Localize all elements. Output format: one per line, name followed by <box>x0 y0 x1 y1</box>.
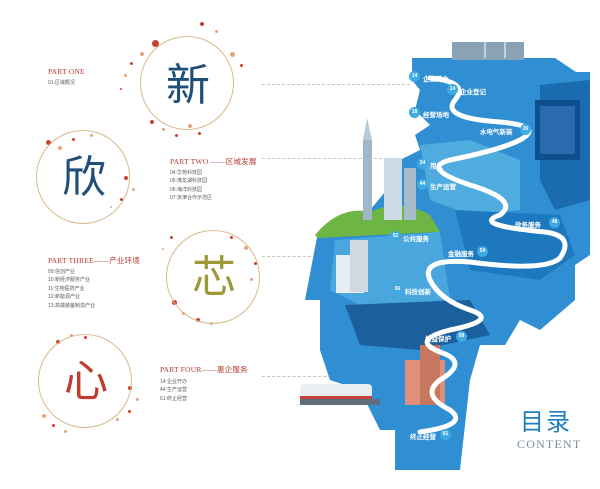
decorative-dot <box>130 62 133 65</box>
leader-line <box>262 256 362 257</box>
leader-line <box>262 158 382 159</box>
map-num: 54 <box>477 246 488 257</box>
map-label-quanyi-baohu: 权益保护 <box>425 336 451 343</box>
part-two-heading: PART TWO ——区域发展 <box>170 157 257 166</box>
map-num: 14 <box>409 71 420 82</box>
leader-line <box>262 84 410 85</box>
toc-item: 06:海洋科技园 <box>170 186 202 193</box>
map-label-qiye-kaiban: 企业开办 <box>423 76 449 83</box>
map-label-shuidianqi: 水电气新装 <box>480 129 513 136</box>
toc-item: 01:区域概况 <box>48 80 75 86</box>
part-one-items: 01:区域概况 <box>48 79 75 87</box>
ring-xin-1 <box>140 36 234 130</box>
toc-item: 44:生产运营 <box>160 387 187 394</box>
decorative-dot <box>136 398 139 401</box>
map-num: 61 <box>440 429 451 440</box>
map-num: 58 <box>456 331 467 342</box>
decorative-dot <box>132 188 135 191</box>
decorative-dot <box>175 134 178 137</box>
contents-title: 目录 <box>520 408 572 436</box>
char-xin-2: 欣 <box>62 152 106 203</box>
map-num: 44 <box>417 179 428 190</box>
toc-item: 14:企业开办 <box>160 379 187 385</box>
decorative-dot <box>162 248 164 250</box>
map-label-keji-chuangxin: 科技创新 <box>405 289 431 296</box>
part-one-heading: PART ONE <box>48 67 85 76</box>
part-four-heading: PART FOUR——惠企服务 <box>160 365 248 374</box>
toc-item: 11:生物医药产业 <box>48 285 85 292</box>
decorative-dot <box>124 74 127 77</box>
map-label-gonggong-fuwu: 公共服务 <box>403 236 429 243</box>
part-two-items: 04:华苑科技园 05:渤龙湖科技园 06:海洋科技园 07:京津合作示范区 <box>170 169 212 203</box>
decorative-dot <box>215 30 218 33</box>
toc-item: 09:信创产业 <box>48 269 75 275</box>
decorative-dot <box>116 418 119 421</box>
map-num: 14 <box>447 84 458 95</box>
map-label-jinrong-fuwu: 金融服务 <box>448 251 474 258</box>
part-four-items: 14:企业开办 44:生产运营 61:终止经营 <box>160 378 187 403</box>
decorative-dot <box>42 414 46 418</box>
toc-item: 13:高端装备制造产业 <box>48 302 95 309</box>
map-num: 56 <box>392 284 403 295</box>
toc-item: 12:新能源产业 <box>48 294 80 301</box>
map-num: 34 <box>417 158 428 169</box>
ring-xin-4 <box>38 334 132 428</box>
decorative-dot <box>52 424 55 427</box>
map-label-jingying-changdi: 经营场地 <box>423 112 449 119</box>
decorative-dot <box>150 120 154 124</box>
map-label-zhengwu-fuwu: 政务服务 <box>515 222 541 229</box>
contents-subtitle: CONTENT <box>517 437 582 451</box>
decorative-dot <box>140 52 144 56</box>
ring-xin-3 <box>166 230 260 324</box>
decorative-dot <box>198 132 201 135</box>
part-three-heading: PART THREE——产业环境 <box>48 256 140 265</box>
map-label-shengchan-yunying: 生产运营 <box>430 184 456 191</box>
map-num: 48 <box>549 217 560 228</box>
toc-item: 07:京津合作示范区 <box>170 195 212 202</box>
leader-line <box>262 376 362 377</box>
toc-item: 04:华苑科技园 <box>170 170 202 176</box>
map-num: 18 <box>409 107 420 118</box>
char-xin-4: 心 <box>64 356 108 407</box>
toc-item: 10:新经济服务产业 <box>48 277 90 284</box>
map-label-zhongzhi-jingying: 终止经营 <box>410 434 436 441</box>
decorative-dot <box>152 40 159 47</box>
ring-xin-2 <box>36 130 130 224</box>
toc-item: 05:渤龙湖科技园 <box>170 178 207 185</box>
decorative-dot <box>162 128 165 131</box>
char-xin-1: 新 <box>166 60 210 111</box>
decorative-dot <box>128 410 131 413</box>
decorative-dot <box>200 22 204 26</box>
decorative-dot <box>46 140 51 145</box>
decorative-dot <box>230 52 235 57</box>
char-xin-3: 芯 <box>192 252 236 303</box>
map-num: 52 <box>390 231 401 242</box>
map-label-yonggong: 用工 <box>430 163 443 170</box>
map-num: 26 <box>520 124 531 135</box>
decorative-dot <box>240 64 243 67</box>
decorative-dot <box>170 236 173 239</box>
toc-item: 61:终止经营 <box>160 395 187 402</box>
decorative-dot <box>64 430 67 433</box>
decorative-dot <box>120 88 122 90</box>
map-label-qiye-dengji: 企业登记 <box>460 89 486 96</box>
part-three-items: 09:信创产业 10:新经济服务产业 11:生物医药产业 12:新能源产业 13… <box>48 268 95 310</box>
